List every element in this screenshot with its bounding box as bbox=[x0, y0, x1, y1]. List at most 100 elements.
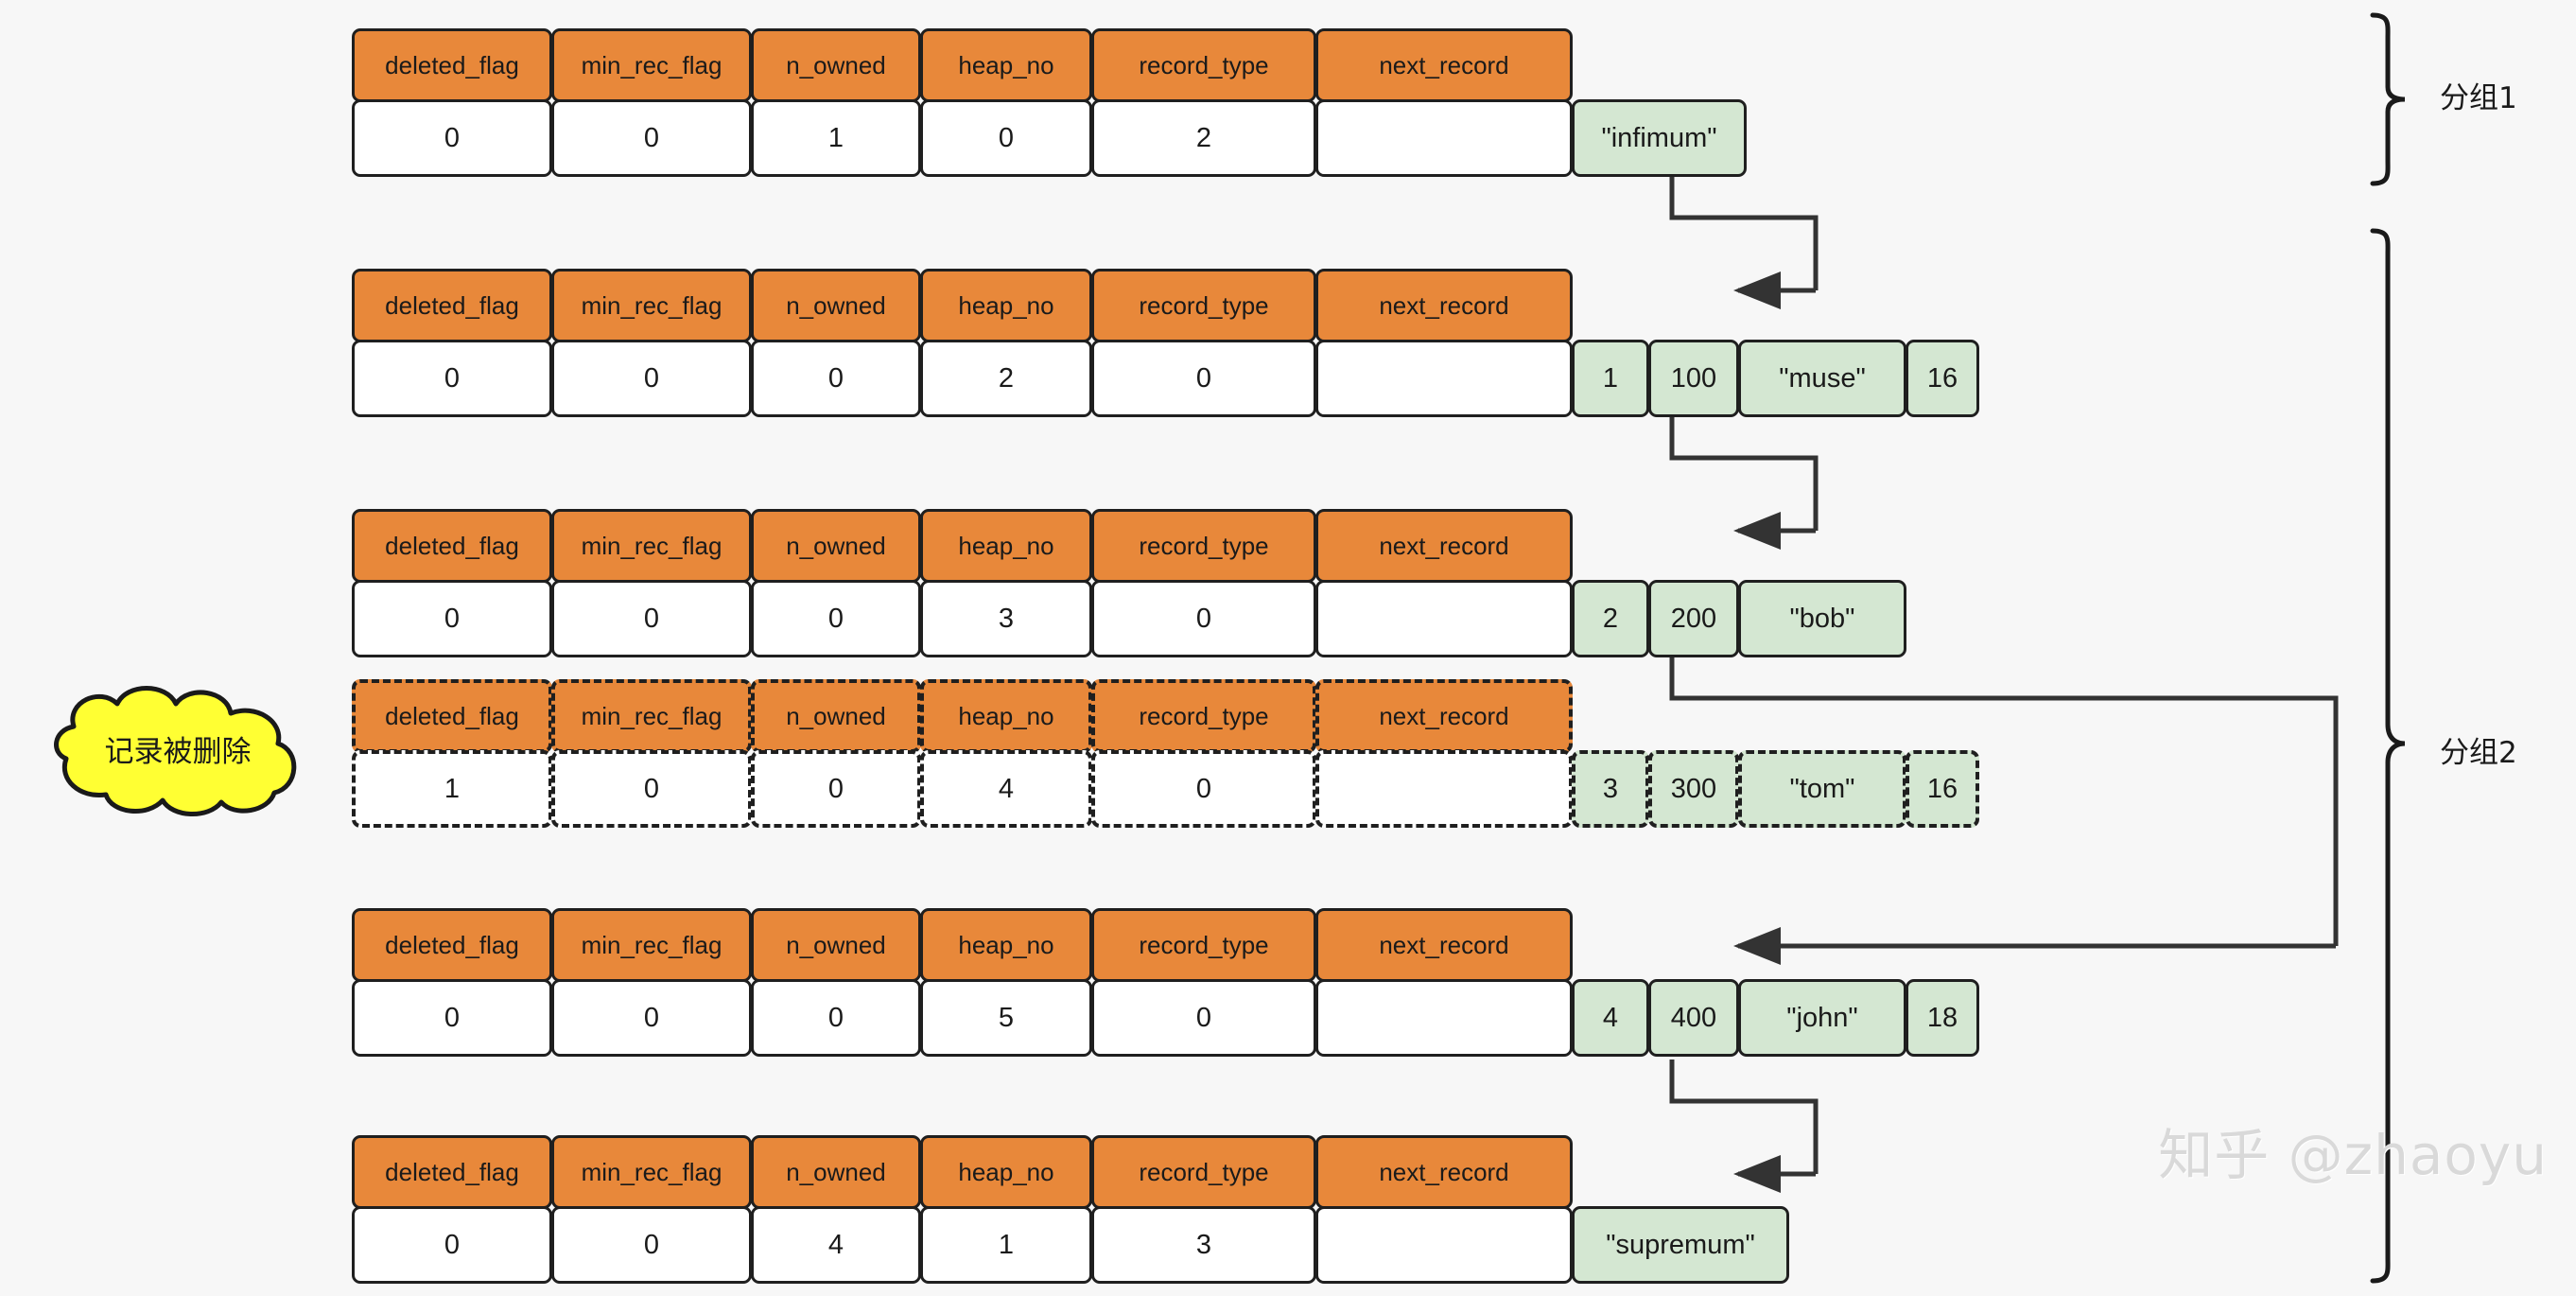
column-header-record-type: record_type bbox=[1091, 509, 1316, 583]
group-label-1: 分组1 bbox=[2440, 81, 2517, 115]
data-cell-name: "john" bbox=[1738, 979, 1906, 1057]
value-next-record bbox=[1315, 750, 1573, 828]
value-min-rec-flag: 0 bbox=[551, 340, 752, 417]
group2-brace bbox=[2370, 228, 2406, 1284]
value-next-record bbox=[1315, 340, 1573, 417]
record-row: deleted_flag min_rec_flag n_owned heap_n… bbox=[352, 509, 1959, 660]
record-values: 0 0 0 3 0 2 200 "bob" bbox=[352, 580, 1906, 657]
record-header: deleted_flag min_rec_flag n_owned heap_n… bbox=[352, 269, 1573, 342]
data-cell-age: 16 bbox=[1906, 750, 1979, 828]
record-values: 0 0 4 1 3 "supremum" bbox=[352, 1206, 1789, 1284]
data-cell-name: "bob" bbox=[1738, 580, 1906, 657]
record-values: 0 0 0 5 0 4 400 "john" 18 bbox=[352, 979, 1979, 1057]
data-cell-name: "muse" bbox=[1738, 340, 1906, 417]
data-cell-id: 2 bbox=[1572, 580, 1649, 657]
group-label-2: 分组2 bbox=[2440, 736, 2517, 770]
record-row: deleted_flag min_rec_flag n_owned heap_n… bbox=[352, 269, 2016, 420]
data-cell-name: "tom" bbox=[1738, 750, 1906, 828]
data-cell-num: 100 bbox=[1648, 340, 1739, 417]
value-heap-no: 4 bbox=[920, 750, 1092, 828]
column-header-heap-no: heap_no bbox=[920, 1135, 1092, 1209]
column-header-n-owned: n_owned bbox=[751, 28, 921, 102]
column-header-record-type: record_type bbox=[1091, 908, 1316, 982]
group1-brace bbox=[2370, 12, 2406, 186]
record-header: deleted_flag min_rec_flag n_owned heap_n… bbox=[352, 908, 1573, 982]
data-cell-id: 1 bbox=[1572, 340, 1649, 417]
value-heap-no: 2 bbox=[920, 340, 1092, 417]
link-muse-to-bob bbox=[1669, 416, 1819, 531]
column-header-record-type: record_type bbox=[1091, 28, 1316, 102]
link-bob-to-john bbox=[1669, 657, 2339, 946]
column-header-next-record: next_record bbox=[1315, 908, 1573, 982]
record-values: 0 0 0 2 0 1 100 "muse" 16 bbox=[352, 340, 1979, 417]
value-n-owned: 0 bbox=[751, 580, 921, 657]
value-deleted-flag: 0 bbox=[352, 979, 552, 1057]
data-cell-num: 200 bbox=[1648, 580, 1739, 657]
column-header-next-record: next_record bbox=[1315, 509, 1573, 583]
column-header-n-owned: n_owned bbox=[751, 269, 921, 342]
value-record-type: 0 bbox=[1091, 580, 1316, 657]
value-next-record bbox=[1315, 99, 1573, 177]
value-heap-no: 3 bbox=[920, 580, 1092, 657]
column-header-heap-no: heap_no bbox=[920, 269, 1092, 342]
column-header-next-record: next_record bbox=[1315, 1135, 1573, 1209]
column-header-n-owned: n_owned bbox=[751, 908, 921, 982]
data-cell-id: 4 bbox=[1572, 979, 1649, 1057]
data-cell-supremum: "supremum" bbox=[1572, 1206, 1789, 1284]
value-record-type: 3 bbox=[1091, 1206, 1316, 1284]
callout-text: 记录被删除 bbox=[104, 734, 252, 769]
value-record-type: 2 bbox=[1091, 99, 1316, 177]
value-n-owned: 0 bbox=[751, 340, 921, 417]
deleted-record-callout: 记录被删除 bbox=[17, 677, 339, 819]
value-heap-no: 0 bbox=[920, 99, 1092, 177]
record-header: deleted_flag min_rec_flag n_owned heap_n… bbox=[352, 509, 1573, 583]
value-next-record bbox=[1315, 1206, 1573, 1284]
value-next-record bbox=[1315, 979, 1573, 1057]
record-values: 0 0 1 0 2 "infimum" bbox=[352, 99, 1747, 177]
column-header-record-type: record_type bbox=[1091, 269, 1316, 342]
record-row: deleted_flag min_rec_flag n_owned heap_n… bbox=[352, 28, 1747, 180]
value-min-rec-flag: 0 bbox=[551, 750, 752, 828]
value-n-owned: 4 bbox=[751, 1206, 921, 1284]
column-header-heap-no: heap_no bbox=[920, 908, 1092, 982]
column-header-deleted-flag: deleted_flag bbox=[352, 509, 552, 583]
column-header-record-type: record_type bbox=[1091, 1135, 1316, 1209]
value-deleted-flag: 0 bbox=[352, 340, 552, 417]
data-cell-age: 16 bbox=[1906, 340, 1979, 417]
value-min-rec-flag: 0 bbox=[551, 99, 752, 177]
column-header-min-rec-flag: min_rec_flag bbox=[551, 679, 752, 753]
value-deleted-flag: 0 bbox=[352, 1206, 552, 1284]
data-cell-age: 18 bbox=[1906, 979, 1979, 1057]
record-values: 1 0 0 4 0 3 300 "tom" 16 bbox=[352, 750, 1979, 828]
column-header-heap-no: heap_no bbox=[920, 28, 1092, 102]
value-heap-no: 5 bbox=[920, 979, 1092, 1057]
value-n-owned: 1 bbox=[751, 99, 921, 177]
value-record-type: 0 bbox=[1091, 979, 1316, 1057]
record-row: deleted_flag min_rec_flag n_owned heap_n… bbox=[352, 908, 2035, 1060]
value-min-rec-flag: 0 bbox=[551, 1206, 752, 1284]
column-header-heap-no: heap_no bbox=[920, 509, 1092, 583]
record-header: deleted_flag min_rec_flag n_owned heap_n… bbox=[352, 28, 1573, 102]
column-header-min-rec-flag: min_rec_flag bbox=[551, 908, 752, 982]
column-header-n-owned: n_owned bbox=[751, 1135, 921, 1209]
value-next-record bbox=[1315, 580, 1573, 657]
value-deleted-flag: 1 bbox=[352, 750, 552, 828]
data-cell-infimum: "infimum" bbox=[1572, 99, 1747, 177]
record-header: deleted_flag min_rec_flag n_owned heap_n… bbox=[352, 679, 1573, 753]
record-row: deleted_flag min_rec_flag n_owned heap_n… bbox=[352, 1135, 1789, 1287]
column-header-min-rec-flag: min_rec_flag bbox=[551, 1135, 752, 1209]
record-header: deleted_flag min_rec_flag n_owned heap_n… bbox=[352, 1135, 1573, 1209]
value-deleted-flag: 0 bbox=[352, 580, 552, 657]
column-header-heap-no: heap_no bbox=[920, 679, 1092, 753]
value-record-type: 0 bbox=[1091, 340, 1316, 417]
column-header-deleted-flag: deleted_flag bbox=[352, 269, 552, 342]
watermark: 知乎 @zhaoyu bbox=[2158, 1123, 2548, 1187]
data-cell-num: 400 bbox=[1648, 979, 1739, 1057]
value-n-owned: 0 bbox=[751, 750, 921, 828]
column-header-deleted-flag: deleted_flag bbox=[352, 679, 552, 753]
column-header-min-rec-flag: min_rec_flag bbox=[551, 28, 752, 102]
value-min-rec-flag: 0 bbox=[551, 580, 752, 657]
column-header-next-record: next_record bbox=[1315, 269, 1573, 342]
